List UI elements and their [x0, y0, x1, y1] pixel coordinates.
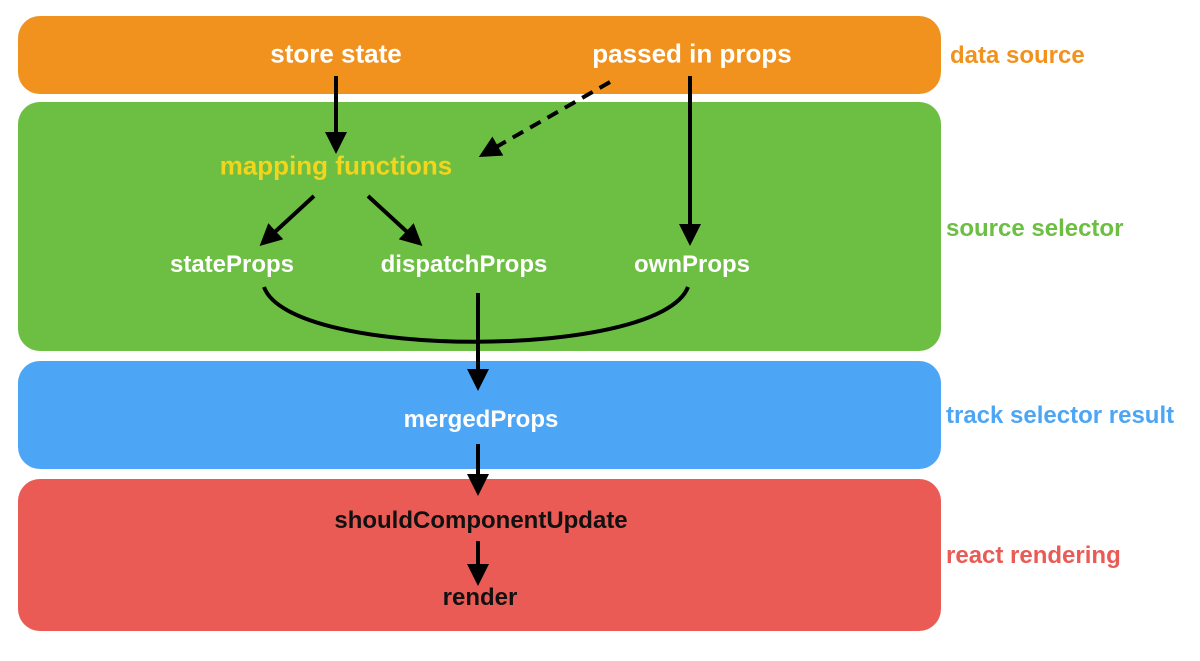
stage-label-data-source: data source [950, 42, 1085, 69]
node-should-component-update: shouldComponentUpdate [334, 507, 628, 534]
node-store-state: store state [270, 38, 402, 69]
data-source-band [18, 16, 941, 94]
node-render: render [442, 584, 518, 611]
node-mapping-functions: mapping functions [219, 150, 453, 181]
node-merged-props: mergedProps [403, 406, 559, 433]
node-dispatch-props: dispatchProps [380, 251, 548, 278]
stage-label-source-selector: source selector [946, 215, 1124, 242]
stage-label-react-rendering: react rendering [946, 542, 1121, 569]
merge-curve [262, 286, 690, 344]
node-state-props: stateProps [169, 251, 295, 278]
arrow-passed-props-to-mapping [478, 80, 611, 157]
arrow-mapping-to-dispatchprops [366, 194, 423, 247]
node-passed-in-props: passed in props [592, 38, 792, 69]
node-own-props: ownProps [633, 251, 751, 278]
stage-label-track-selector-result: track selector result [946, 402, 1175, 429]
arrow-mapping-to-stateprops [259, 194, 316, 247]
